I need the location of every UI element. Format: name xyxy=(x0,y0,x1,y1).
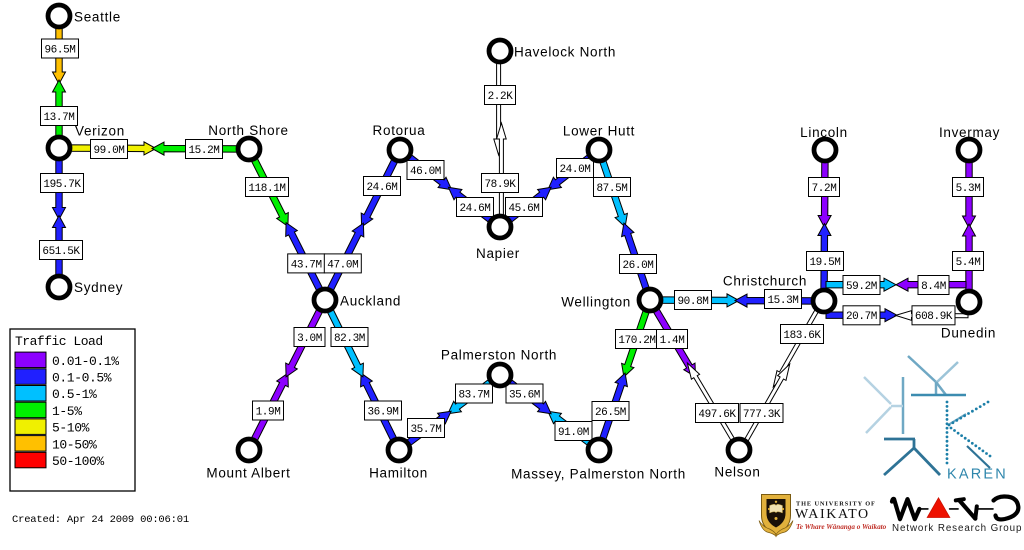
svg-text:99.0M: 99.0M xyxy=(93,145,124,157)
svg-text:Napier: Napier xyxy=(476,246,520,261)
svg-text:50-100%: 50-100% xyxy=(52,454,104,469)
svg-text:59.2M: 59.2M xyxy=(846,281,877,293)
svg-text:91.0M: 91.0M xyxy=(558,427,589,439)
svg-text:35.7M: 35.7M xyxy=(410,424,441,436)
svg-text:608.9K: 608.9K xyxy=(915,311,953,323)
svg-text:Created: Apr 24 2009 00:06:01: Created: Apr 24 2009 00:06:01 xyxy=(12,514,189,526)
svg-text:Palmerston North: Palmerston North xyxy=(441,348,557,363)
svg-text:78.9K: 78.9K xyxy=(484,179,516,191)
svg-text:Seattle: Seattle xyxy=(74,10,121,25)
svg-text:24.6M: 24.6M xyxy=(459,203,490,215)
svg-text:Lincoln: Lincoln xyxy=(800,125,848,140)
svg-text:170.2M: 170.2M xyxy=(618,335,655,347)
svg-text:24.0M: 24.0M xyxy=(559,164,590,176)
svg-text:90.8M: 90.8M xyxy=(677,296,708,308)
svg-text:WAIKATO: WAIKATO xyxy=(795,507,870,522)
svg-text:183.6K: 183.6K xyxy=(783,330,821,342)
svg-text:1.9M: 1.9M xyxy=(256,406,281,418)
svg-text:87.5M: 87.5M xyxy=(596,183,627,195)
svg-text:0.5-1%: 0.5-1% xyxy=(52,387,97,402)
svg-text:5.3M: 5.3M xyxy=(956,183,981,195)
svg-text:47.0M: 47.0M xyxy=(327,259,358,271)
svg-text:26.5M: 26.5M xyxy=(595,407,626,419)
svg-text:3.0M: 3.0M xyxy=(297,333,322,345)
svg-text:1-5%: 1-5% xyxy=(52,404,82,419)
svg-text:118.1M: 118.1M xyxy=(248,183,285,195)
svg-text:10-50%: 10-50% xyxy=(52,437,97,452)
svg-text:Sydney: Sydney xyxy=(74,280,123,295)
svg-text:Verizon: Verizon xyxy=(75,124,125,139)
svg-text:Massey, Palmerston North: Massey, Palmerston North xyxy=(511,467,686,482)
svg-text:15.2M: 15.2M xyxy=(188,145,219,157)
svg-text:Dunedin: Dunedin xyxy=(941,326,996,341)
svg-text:82.3M: 82.3M xyxy=(334,333,365,345)
svg-text:Rotorua: Rotorua xyxy=(373,123,426,138)
svg-text:19.5M: 19.5M xyxy=(809,257,840,269)
svg-text:36.9M: 36.9M xyxy=(367,406,398,418)
svg-text:45.6M: 45.6M xyxy=(508,203,539,215)
svg-text:Network Research Group: Network Research Group xyxy=(892,523,1022,534)
svg-text:Auckland: Auckland xyxy=(340,294,401,309)
svg-text:20.7M: 20.7M xyxy=(846,311,877,323)
svg-text:35.6M: 35.6M xyxy=(509,389,540,401)
svg-text:24.6M: 24.6M xyxy=(366,182,397,194)
svg-text:0.01-0.1%: 0.01-0.1% xyxy=(52,354,119,369)
svg-text:43.7M: 43.7M xyxy=(291,259,322,271)
svg-text:83.7M: 83.7M xyxy=(458,389,489,401)
svg-text:Wellington: Wellington xyxy=(561,295,631,310)
svg-text:Mount Albert: Mount Albert xyxy=(206,466,290,481)
svg-text:5.4M: 5.4M xyxy=(956,257,981,269)
svg-text:Nelson: Nelson xyxy=(714,465,760,480)
svg-text:0.1-0.5%: 0.1-0.5% xyxy=(52,371,112,386)
svg-text:Lower Hutt: Lower Hutt xyxy=(563,124,635,139)
svg-text:1.4M: 1.4M xyxy=(660,335,685,347)
svg-text:497.6K: 497.6K xyxy=(698,409,736,421)
svg-text:2.2K: 2.2K xyxy=(488,91,514,103)
svg-text:13.7M: 13.7M xyxy=(43,112,74,124)
svg-text:Traffic Load: Traffic Load xyxy=(15,334,103,349)
svg-text:777.3K: 777.3K xyxy=(743,409,781,421)
svg-text:8.4M: 8.4M xyxy=(921,281,946,293)
svg-text:5-10%: 5-10% xyxy=(52,421,90,436)
svg-text:96.5M: 96.5M xyxy=(44,44,75,56)
svg-text:15.3M: 15.3M xyxy=(767,295,798,307)
svg-text:26.0M: 26.0M xyxy=(622,260,653,272)
svg-text:651.5K: 651.5K xyxy=(42,246,80,258)
svg-text:Christchurch: Christchurch xyxy=(723,274,807,289)
svg-text:North Shore: North Shore xyxy=(208,123,289,138)
svg-text:46.0M: 46.0M xyxy=(410,166,441,178)
svg-text:Havelock North: Havelock North xyxy=(514,45,616,60)
svg-text:Te Whare Wānanga o Waikato: Te Whare Wānanga o Waikato xyxy=(796,523,887,531)
svg-text:195.7K: 195.7K xyxy=(43,179,81,191)
svg-text:THE UNIVERSITY OF: THE UNIVERSITY OF xyxy=(796,501,876,508)
svg-text:Hamilton: Hamilton xyxy=(369,466,428,481)
svg-text:Invermay: Invermay xyxy=(939,125,1000,140)
svg-text:KAREN: KAREN xyxy=(947,467,1008,483)
svg-text:7.2M: 7.2M xyxy=(812,183,837,195)
